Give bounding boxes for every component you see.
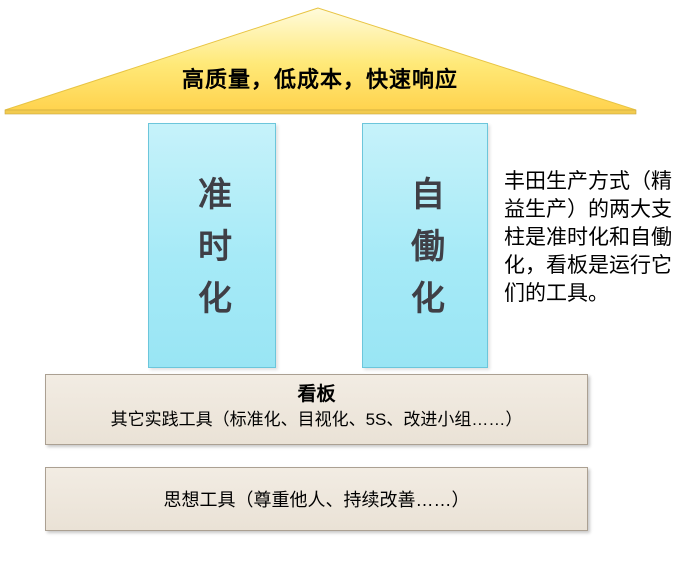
side-note-text: 丰田生产方式（精益生产）的两大支柱是准时化和自働化，看板是运行它们的工具。 [504, 170, 672, 305]
thought-tools-box: 思想工具（尊重他人、持续改善……） [45, 467, 588, 531]
pillar-just-in-time: 准时化 [148, 123, 276, 368]
kanban-box-title: 看板 [297, 384, 336, 405]
pillar-jidoka: 自働化 [362, 123, 488, 368]
kanban-box-tools: 其它实践工具（标准化、目视化、5S、改进小组……） [110, 410, 523, 429]
roof-triangle-icon [4, 7, 637, 115]
thought-tools-label: 思想工具（尊重他人、持续改善……） [163, 490, 470, 510]
roof-label: 高质量，低成本，快速响应 [181, 67, 458, 92]
pillar-jidoka-label: 自働化 [405, 175, 444, 332]
pillar-just-in-time-label: 准时化 [192, 175, 231, 332]
kanban-box: 看板 其它实践工具（标准化、目视化、5S、改进小组……） [45, 374, 588, 445]
